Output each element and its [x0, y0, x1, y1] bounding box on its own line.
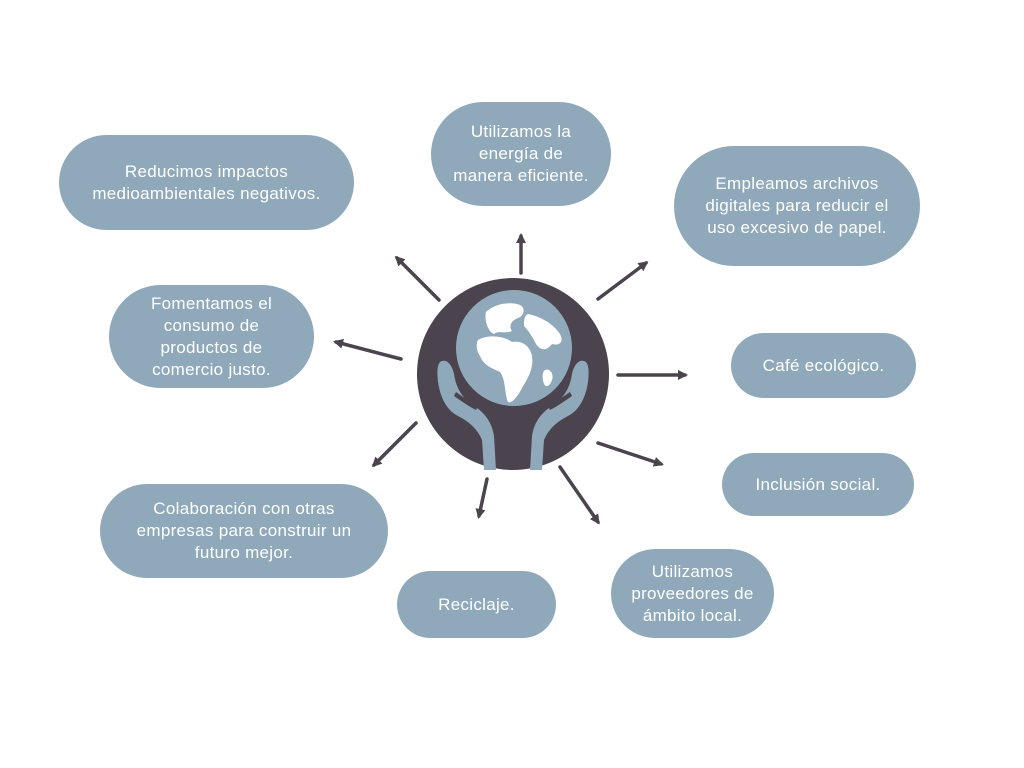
pill-digital-text: Empleamos archivos digitales para reduci… [705, 174, 889, 237]
pill-local-text: Utilizamos proveedores de ámbito local. [631, 561, 754, 625]
arrow-up-right [596, 261, 649, 301]
pill-coffee: Café ecológico. [731, 333, 916, 398]
arrow-down-right-shallow [596, 441, 664, 467]
pill-inclusion: Inclusión social. [722, 453, 914, 516]
pill-inclusion-text: Inclusión social. [755, 474, 881, 494]
pill-fairtrade-text: Fomentamos el consumo de productos de co… [150, 293, 273, 379]
pill-digital: Empleamos archivos digitales para reduci… [674, 146, 920, 266]
arrow-left [333, 338, 403, 361]
arrow-down-right-steep [558, 465, 600, 525]
pill-fairtrade: Fomentamos el consumo de productos de co… [109, 285, 314, 388]
pill-recycling: Reciclaje. [397, 571, 556, 638]
pill-energy: Utilizamos la energía de manera eficient… [431, 102, 611, 206]
arrow-down-left-steep [475, 477, 489, 519]
pill-recycling-text: Reciclaje. [438, 594, 515, 614]
pill-impacts: Reducimos impactos medioambientales nega… [59, 135, 354, 230]
pill-impacts-text: Reducimos impactos medioambientales nega… [92, 161, 321, 203]
arrow-down-left [371, 421, 418, 468]
pill-local: Utilizamos proveedores de ámbito local. [611, 549, 774, 638]
pill-coffee-text: Café ecológico. [762, 355, 885, 375]
arrow-up-left [394, 255, 441, 302]
pill-collaboration: Colaboración con otras empresas para con… [100, 484, 388, 578]
hands-holding-globe-icon [417, 278, 609, 470]
pill-collaboration-text: Colaboración con otras empresas para con… [136, 499, 352, 562]
pill-energy-text: Utilizamos la energía de manera eficient… [453, 122, 589, 185]
